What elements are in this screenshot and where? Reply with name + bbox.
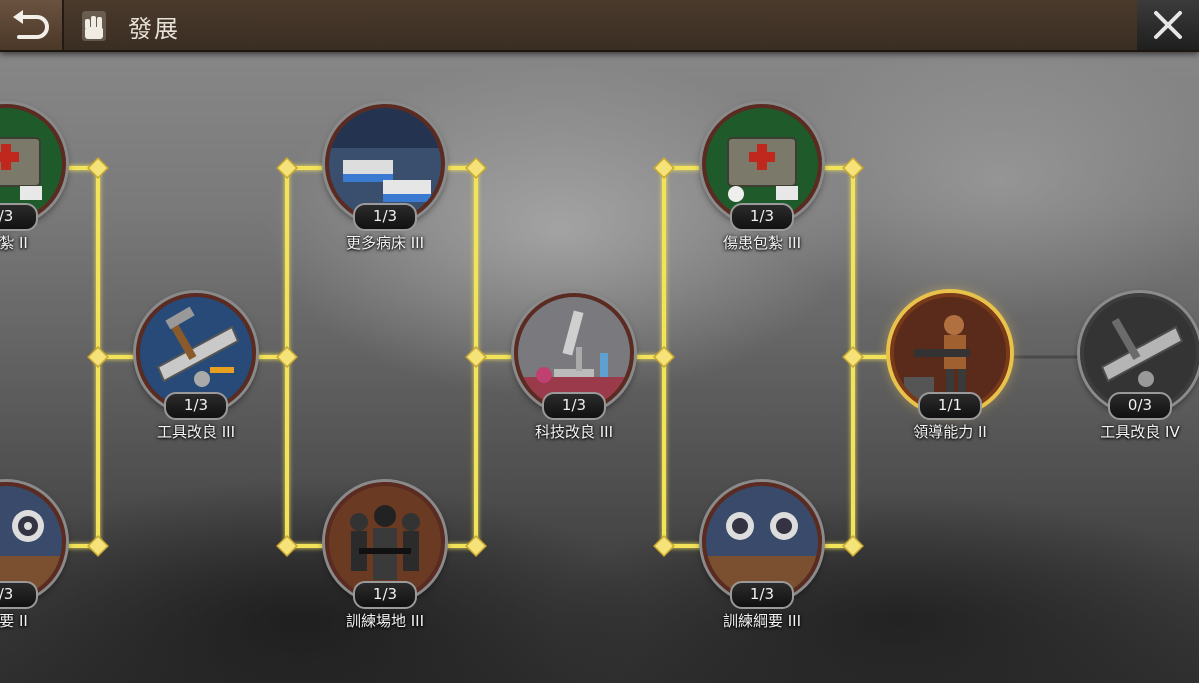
top-bar: 發展	[0, 0, 1199, 52]
training-targets-icon	[706, 486, 818, 598]
junction-diamond	[465, 157, 487, 179]
node-progress: 1/3	[353, 203, 417, 231]
node-ring	[0, 104, 66, 224]
first-aid-kit-icon	[706, 108, 818, 220]
node-progress: 0/3	[1108, 392, 1172, 420]
node-label: 訓練綱要 III	[722, 612, 802, 630]
junction-diamond	[276, 157, 298, 179]
tech-node-training-partial[interactable]: /3 綱要 II	[0, 482, 66, 642]
junction-diamond	[465, 346, 487, 368]
node-progress: 1/1	[918, 392, 982, 420]
tech-node-more-beds-3[interactable]: 1/3 更多病床 III	[325, 104, 445, 264]
close-button[interactable]	[1137, 0, 1199, 50]
node-label: 包紮 II	[0, 234, 28, 252]
node-label: 傷患包紮 III	[722, 234, 802, 252]
back-button[interactable]	[0, 0, 64, 50]
junction-diamond	[87, 346, 109, 368]
node-progress: 1/3	[164, 392, 228, 420]
node-progress: /3	[0, 203, 38, 231]
junction-diamond	[653, 157, 675, 179]
fist-icon	[70, 4, 118, 46]
page-title: 發展	[128, 15, 180, 43]
node-ring	[0, 482, 66, 602]
junction-diamond	[653, 346, 675, 368]
training-targets-icon	[0, 486, 62, 598]
close-x-icon	[1154, 11, 1182, 39]
node-progress: /3	[0, 581, 38, 609]
node-ring	[514, 293, 634, 413]
tech-node-wound-dressing-3[interactable]: 1/3 傷患包紮 III	[702, 104, 822, 264]
first-aid-kit-icon	[0, 108, 62, 220]
node-progress: 1/3	[542, 392, 606, 420]
node-label: 綱要 II	[0, 612, 28, 630]
junction-diamond	[653, 535, 675, 557]
node-label: 工具改良 IV	[1100, 423, 1180, 441]
junction-diamond	[465, 535, 487, 557]
node-progress: 1/3	[730, 581, 794, 609]
node-progress: 1/3	[730, 203, 794, 231]
tools-saw-icon	[1084, 297, 1196, 409]
tech-node-tool-upgrade-4[interactable]: 0/3 工具改良 IV	[1080, 293, 1199, 453]
junction-diamond	[276, 346, 298, 368]
node-label: 訓練場地 III	[345, 612, 425, 630]
node-label: 科技改良 III	[534, 423, 614, 441]
junction-diamond	[276, 535, 298, 557]
tools-saw-icon	[140, 297, 252, 409]
node-ring	[325, 104, 445, 224]
junction-diamond	[842, 535, 864, 557]
node-label: 領導能力 II	[913, 423, 987, 441]
node-label: 更多病床 III	[345, 234, 425, 252]
tech-node-training-ground-3[interactable]: 1/3 訓練場地 III	[325, 482, 445, 642]
tech-node-tool-upgrade-3[interactable]: 1/3 工具改良 III	[136, 293, 256, 453]
node-ring	[325, 482, 445, 602]
tech-node-tech-upgrade-3[interactable]: 1/3 科技改良 III	[514, 293, 634, 453]
node-progress: 1/3	[353, 581, 417, 609]
junction-diamond	[842, 346, 864, 368]
hospital-beds-icon	[329, 108, 441, 220]
node-ring	[890, 293, 1010, 413]
junction-diamond	[87, 157, 109, 179]
node-label: 工具改良 III	[156, 423, 236, 441]
tech-node-leadership-2[interactable]: 1/1 領導能力 II	[890, 293, 1010, 453]
back-arrow-icon	[13, 10, 49, 39]
tech-node-training-outline-3[interactable]: 1/3 訓練綱要 III	[702, 482, 822, 642]
node-ring	[1080, 293, 1199, 413]
armed-soldiers-icon	[329, 486, 441, 598]
tech-node-first-aid-partial[interactable]: /3 包紮 II	[0, 104, 66, 264]
junction-diamond	[842, 157, 864, 179]
junction-diamond	[87, 535, 109, 557]
